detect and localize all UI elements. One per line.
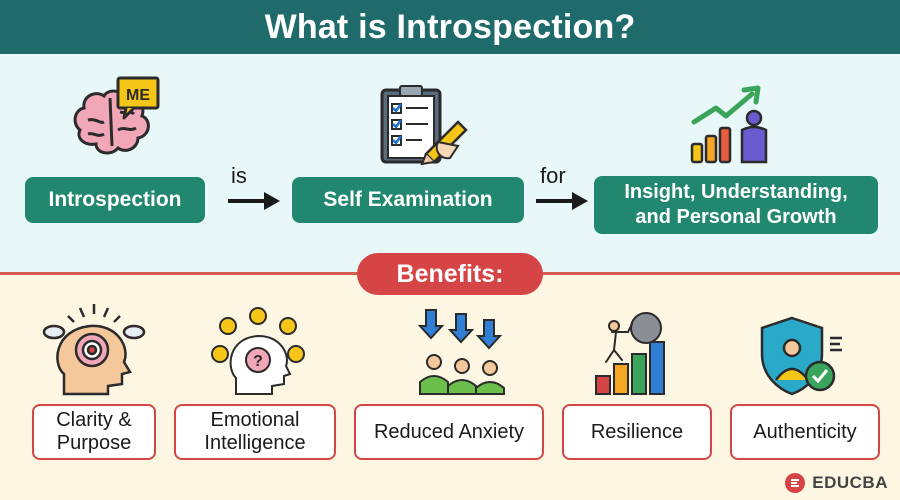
benefit-card-clarity: Clarity & Purpose [32, 404, 156, 460]
brand-logo: EDUCBA [784, 472, 888, 494]
svg-text:ME: ME [126, 87, 150, 104]
purpose-pill: Insight, Understanding, and Personal Gro… [594, 176, 878, 234]
benefit-label: Resilience [590, 420, 684, 443]
term-pill: Introspection [25, 177, 205, 223]
meaning-pill: Self Examination [292, 177, 524, 223]
brain-icon: ME [73, 76, 160, 155]
benefits-label: Benefits: [357, 253, 543, 295]
push-boulder-icon [595, 312, 665, 395]
benefit-card-resilience: Resilience [562, 404, 712, 460]
growth-chart-icon [690, 85, 768, 164]
benefit-card-authenticity: Authenticity [730, 404, 880, 460]
purpose-line-1: Insight, Understanding, [624, 181, 848, 203]
brand-name: EDUCBA [812, 473, 888, 492]
head-target-icon [42, 304, 146, 396]
shield-person-icon [760, 316, 842, 396]
benefit-label: Clarity & [56, 409, 132, 431]
benefit-label: Intelligence [204, 432, 306, 454]
benefit-label: Reduced Anxiety [373, 420, 525, 443]
logo-mark-icon [785, 473, 806, 493]
benefits-label-text: Benefits: [396, 259, 504, 288]
connector-is: is [231, 163, 247, 188]
clipboard-checklist-icon [380, 85, 468, 166]
connector-for: for [540, 163, 566, 188]
benefit-label: Emotional [210, 409, 300, 431]
benefit-card-emotional-intelligence: Emotional Intelligence [174, 404, 336, 460]
benefit-card-reduced-anxiety: Reduced Anxiety [354, 404, 544, 460]
arrow-right-icon [536, 192, 588, 210]
svg-text:?: ? [253, 353, 263, 370]
title-banner: What is Introspection? [0, 0, 900, 54]
arrow-right-icon [228, 192, 280, 210]
benefit-label: Authenticity [753, 420, 857, 443]
term-text: Introspection [48, 187, 182, 211]
meaning-text: Self Examination [323, 187, 493, 211]
purpose-line-2: and Personal Growth [635, 206, 837, 228]
head-emotions-icon: ? [211, 307, 305, 395]
page-title: What is Introspection? [264, 7, 636, 46]
people-arrows-down-icon [417, 309, 505, 395]
benefit-label: Purpose [56, 432, 132, 454]
